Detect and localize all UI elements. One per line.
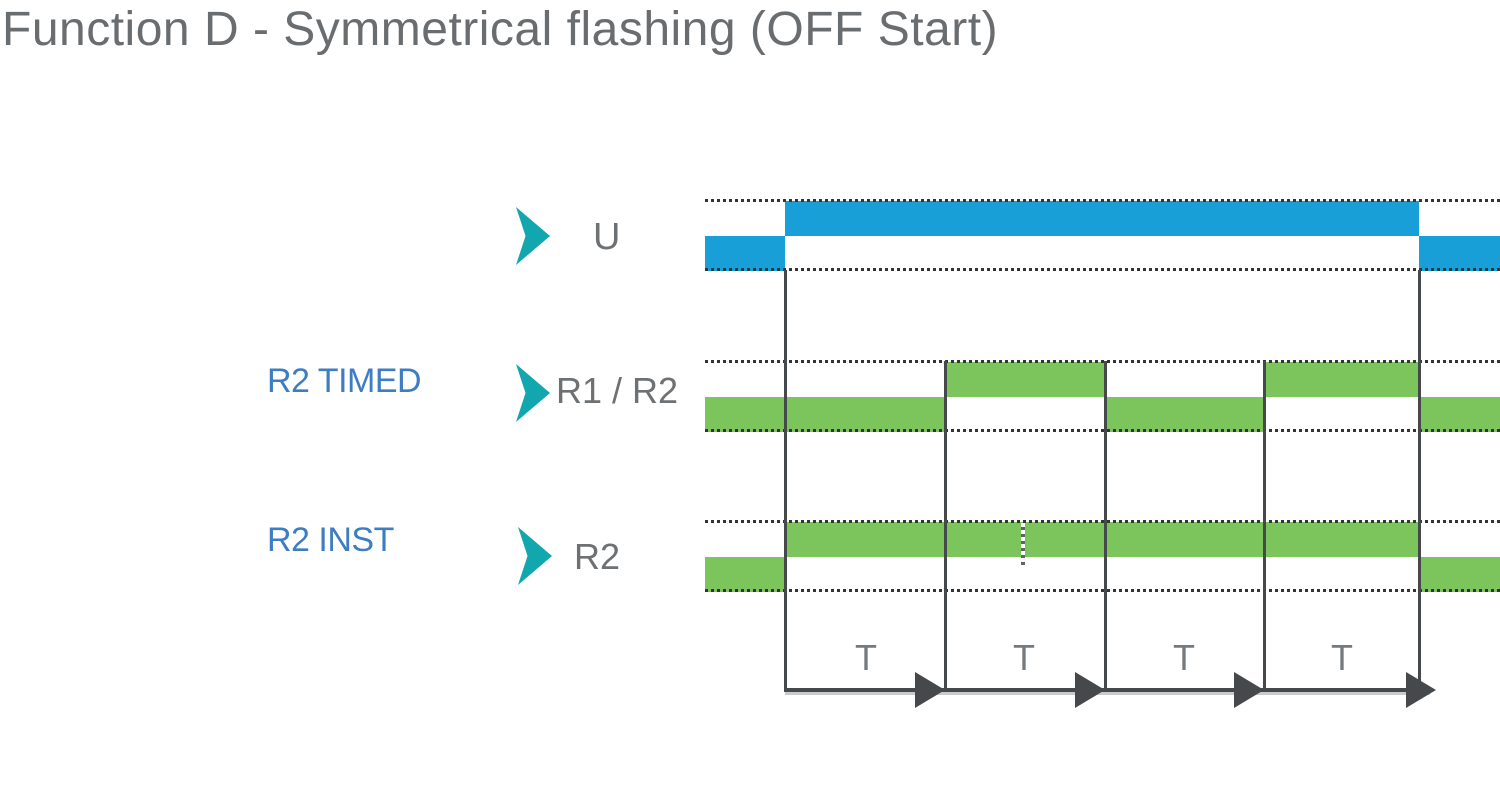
signal-bar-low — [1419, 236, 1500, 271]
signal-bar-low — [705, 236, 785, 271]
input-chevron-icon — [516, 207, 550, 265]
period-boundary-line — [1263, 361, 1266, 692]
retrigger-dotted-tick — [1021, 523, 1025, 569]
signal-label-u: U — [593, 216, 621, 258]
level-guide-dotted-line — [705, 360, 1500, 363]
level-guide-dotted-line — [705, 589, 1500, 592]
input-chevron-icon — [518, 527, 552, 585]
mode-label-r2-inst: R2 INST — [267, 521, 394, 559]
interval-label-t: T — [1331, 637, 1353, 678]
period-boundary-line — [1418, 270, 1421, 692]
level-guide-dotted-line — [705, 429, 1500, 432]
period-boundary-line — [784, 270, 787, 692]
interval-label-t: T — [1173, 637, 1195, 678]
signal-bar-high — [1264, 362, 1419, 397]
time-axis-arrowhead-icon — [1075, 672, 1105, 708]
signal-bar-high — [785, 201, 1419, 236]
level-guide-dotted-line — [705, 199, 1500, 202]
time-axis-arrowhead-icon — [1234, 672, 1264, 708]
input-chevron-icon — [516, 364, 550, 422]
mode-label-r2-timed: R2 TIMED — [267, 362, 422, 400]
diagram-title: Function D - Symmetrical flashing (OFF S… — [2, 3, 999, 56]
period-boundary-line — [1104, 361, 1107, 692]
signal-bar-low — [1105, 397, 1264, 432]
signal-bar-low — [1419, 397, 1500, 432]
signal-bar-low — [1419, 557, 1500, 592]
signal-bar-low — [705, 397, 945, 432]
signal-bar-high — [945, 362, 1105, 397]
level-guide-dotted-line — [705, 268, 1500, 271]
time-axis-arrowhead-icon — [1406, 672, 1436, 708]
period-boundary-line — [944, 361, 947, 692]
time-axis-line — [785, 688, 1430, 692]
time-axis-arrowhead-icon — [915, 672, 945, 708]
signal-label-r2: R2 — [574, 536, 621, 577]
signal-bar-low — [705, 557, 785, 592]
interval-label-t: T — [1013, 637, 1035, 678]
signal-label-r1-r2: R1 / R2 — [556, 370, 679, 411]
level-guide-dotted-line — [705, 520, 1500, 523]
signal-bar-high — [785, 522, 1419, 557]
interval-label-t: T — [855, 637, 877, 678]
